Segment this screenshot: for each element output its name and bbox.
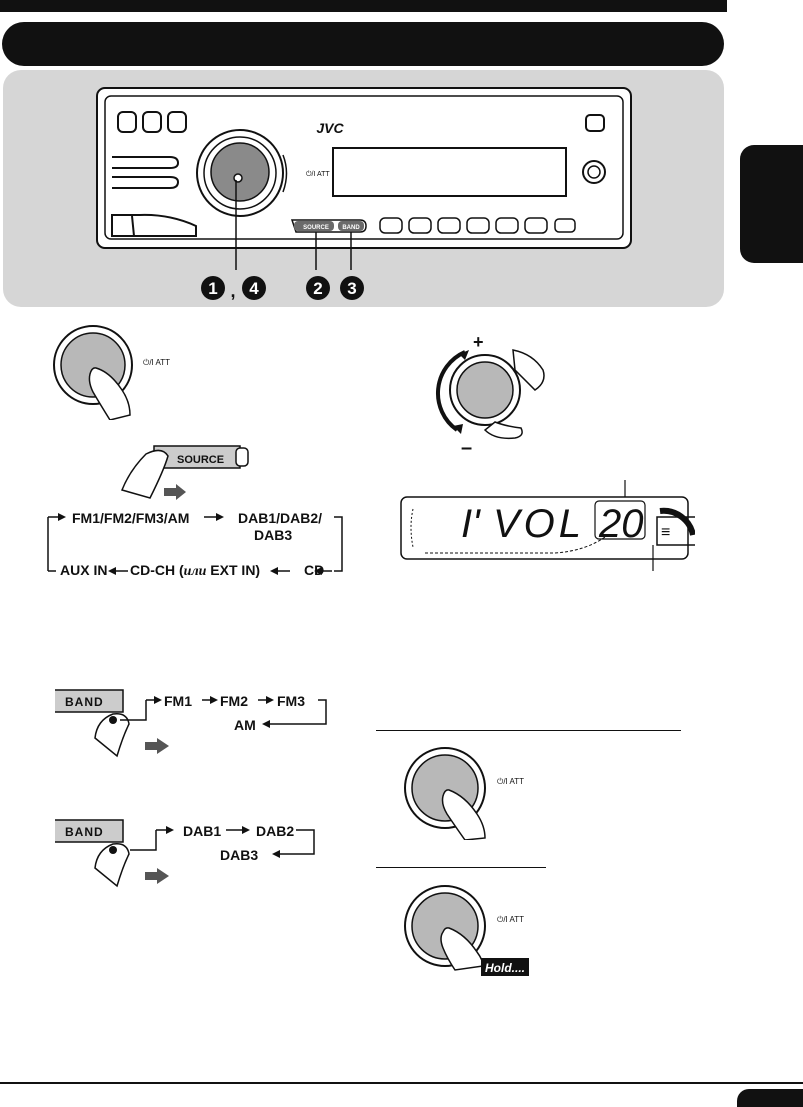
- flow-dab12: DAB1/DAB2/: [238, 510, 323, 526]
- fm2-label: FM2: [220, 693, 248, 709]
- dab3-label: DAB3: [220, 847, 259, 863]
- lcd-digits-prefix: I': [461, 502, 481, 546]
- flow-dab3: DAB3: [254, 527, 293, 543]
- dab1-label: DAB1: [183, 823, 222, 839]
- car-stereo-illustration: 1 4 2 3 , JVC SOURCE BAND ⏻/I ATT: [96, 87, 632, 301]
- source-button-text: SOURCE: [177, 454, 224, 466]
- fm3-label: FM3: [277, 693, 305, 709]
- top-rule: [0, 0, 727, 12]
- language-side-tab: [740, 145, 803, 263]
- callout-separator: ,: [230, 281, 235, 301]
- mute-knob-label: ⏻/I ATT: [497, 777, 524, 786]
- dab2-label: DAB2: [256, 823, 295, 839]
- flow-cd-ch: CD-CH (или EXT IN): [130, 562, 261, 579]
- section-title-bar: [2, 22, 724, 66]
- flow-aux-in: AUX IN: [60, 562, 108, 578]
- band-dab-press: BAND: [55, 819, 169, 888]
- volume-knob-illustration: + –: [435, 332, 545, 459]
- source-button-label: SOURCE: [303, 225, 329, 231]
- flow-cd: CD: [304, 562, 325, 578]
- source-press-illustration: SOURCE: [120, 445, 249, 500]
- hold-knob-illustration: Hold.... ⏻/I ATT: [404, 885, 529, 976]
- knob-power-label: ⏻/I ATT: [143, 358, 170, 367]
- page-number-tab: [737, 1089, 803, 1107]
- flow-fm-am: FM1/FM2/FM3/AM: [72, 510, 190, 526]
- source-flow-arrows: [47, 513, 343, 575]
- lcd-vol-text: VOL: [493, 502, 585, 546]
- hold-knob-label: ⏻/I ATT: [497, 915, 524, 924]
- band-fm-label: BAND: [65, 695, 104, 709]
- svg-text:≡: ≡: [661, 524, 670, 541]
- band-button-label: BAND: [342, 225, 360, 231]
- band-fm-press: BAND: [55, 689, 169, 758]
- brand-logo: JVC: [316, 120, 344, 136]
- callout-1: 1: [208, 279, 217, 298]
- lcd-vol-value: 20: [598, 502, 644, 546]
- power-att-label: ⏻/I ATT: [306, 170, 330, 178]
- lcd-display: I' VOL 20 ≡: [400, 480, 695, 571]
- band-dab-label: BAND: [65, 825, 104, 839]
- mute-knob-illustration: ⏻/I ATT: [404, 747, 524, 840]
- divider-2: [376, 867, 546, 868]
- power-knob-illustration: ⏻/I ATT: [53, 325, 170, 420]
- volume-minus: –: [461, 437, 472, 459]
- bottom-rule: [0, 1082, 803, 1084]
- callout-2: 2: [313, 279, 322, 298]
- callout-3: 3: [347, 279, 356, 298]
- hold-label: Hold....: [485, 961, 525, 975]
- divider-1: [376, 730, 681, 731]
- fm1-label: FM1: [164, 693, 192, 709]
- volume-plus: +: [473, 332, 484, 352]
- dab-flow-arrows: [130, 826, 315, 858]
- am-label: AM: [234, 717, 256, 733]
- fm-flow-arrows: [120, 696, 327, 728]
- callout-4: 4: [249, 279, 259, 298]
